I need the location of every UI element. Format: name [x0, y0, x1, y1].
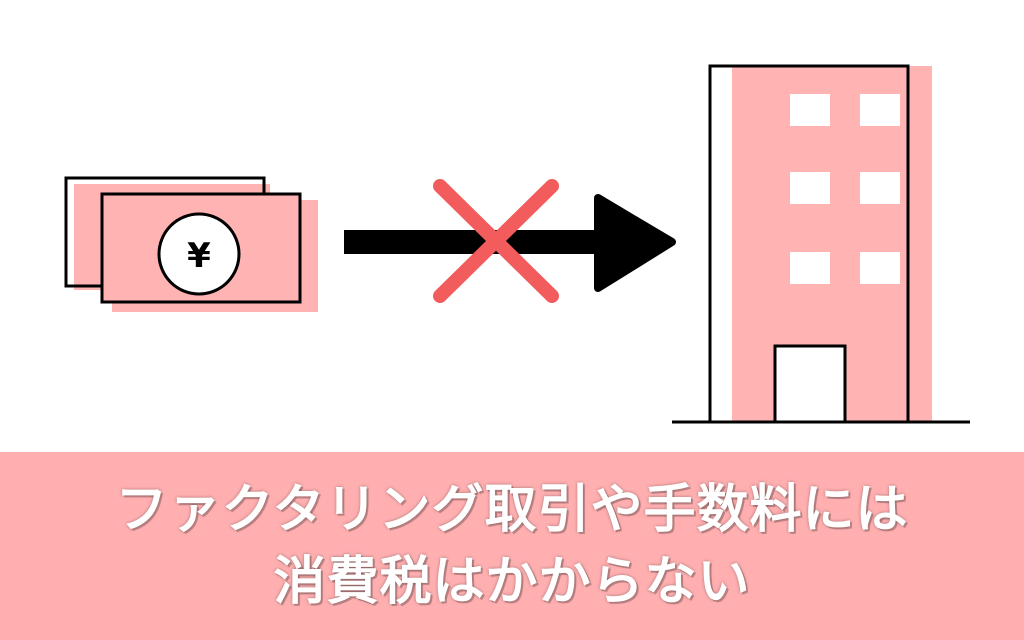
building-window — [860, 252, 900, 284]
caption-banner: ファクタリング取引や手数料には 消費税はかからない — [0, 452, 1024, 640]
building-door — [773, 344, 847, 424]
building-window — [860, 172, 900, 204]
yen-banknotes-icon: ¥ — [64, 176, 318, 312]
building-window — [790, 94, 830, 126]
arrow-head — [594, 194, 676, 292]
building-window — [790, 252, 830, 284]
caption-line-1: ファクタリング取引や手数料には — [115, 480, 909, 540]
coin-circle — [157, 212, 241, 296]
yen-symbol: ¥ — [187, 236, 211, 276]
office-building-icon — [672, 64, 970, 424]
cross-stroke-2 — [433, 179, 559, 303]
illustration: ¥ — [64, 64, 970, 424]
building-window — [790, 172, 830, 204]
caption-line-2: 消費税はかからない — [273, 552, 751, 612]
cross-mark-icon — [433, 179, 559, 303]
building-window — [860, 94, 900, 126]
